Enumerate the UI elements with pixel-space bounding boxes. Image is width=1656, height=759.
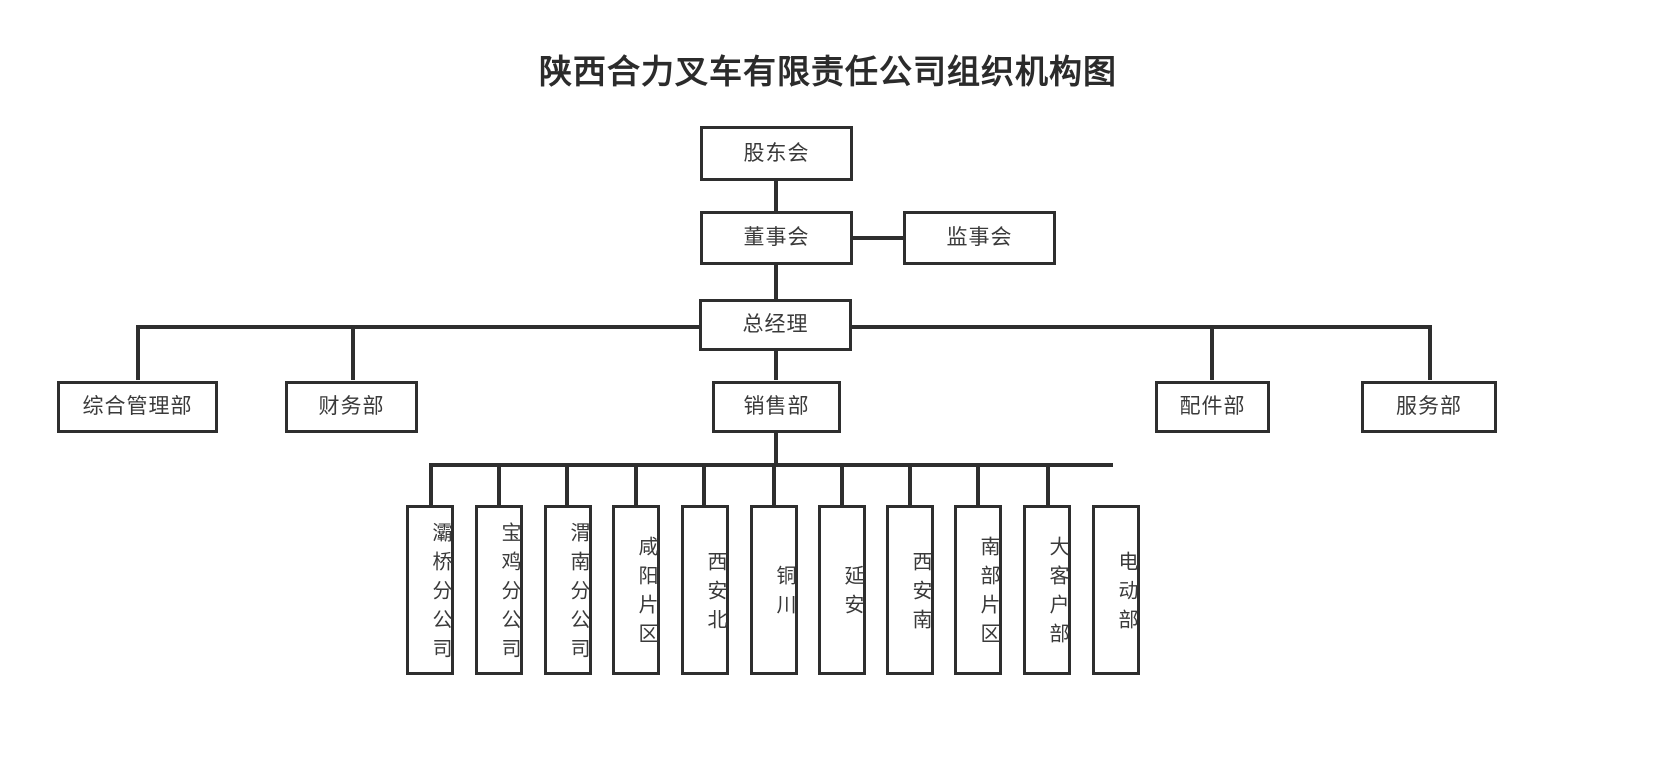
edge-sales-branch-8: [976, 463, 980, 505]
edge-shareholders-board: [774, 181, 778, 211]
edge-sales-branch-7: [908, 463, 912, 505]
page-title: 陕西合力叉车有限责任公司组织机构图: [539, 53, 1117, 90]
edge-gm-admin: [136, 325, 140, 380]
node-board[interactable]: 董事会: [700, 211, 853, 265]
edge-sales-branch-3: [634, 463, 638, 505]
edge-gm-finance: [351, 325, 355, 380]
node-branch-9[interactable]: 大客户部: [1023, 505, 1071, 675]
edge-sales-branch-0: [429, 463, 433, 505]
node-dept-parts[interactable]: 配件部: [1155, 381, 1270, 433]
edge-board-supervisors: [853, 236, 903, 240]
node-dept-service[interactable]: 服务部: [1361, 381, 1497, 433]
edge-gm-sales: [774, 351, 778, 380]
edge-sales-branch-9: [1046, 463, 1050, 505]
node-branch-3[interactable]: 咸阳片区: [612, 505, 660, 675]
node-branch-7[interactable]: 西安南: [886, 505, 934, 675]
node-dept-finance[interactable]: 财务部: [285, 381, 418, 433]
node-branch-0[interactable]: 灞桥分公司: [406, 505, 454, 675]
edge-board-gm: [774, 265, 778, 299]
edge-gm-parts: [1210, 325, 1214, 380]
edge-sales-stem: [774, 433, 778, 465]
edge-sales-branch-4: [702, 463, 706, 505]
edge-sales-branch-1: [497, 463, 501, 505]
node-shareholders[interactable]: 股东会: [700, 126, 853, 181]
edge-sales-branch-2: [565, 463, 569, 505]
node-branch-10[interactable]: 电动部: [1092, 505, 1140, 675]
node-branch-5[interactable]: 铜川: [750, 505, 798, 675]
node-dept-admin[interactable]: 综合管理部: [57, 381, 218, 433]
node-branch-2[interactable]: 渭南分公司: [544, 505, 592, 675]
edge-sales-branch-6: [840, 463, 844, 505]
sales-branch-bus: [429, 463, 1113, 467]
node-branch-4[interactable]: 西安北: [681, 505, 729, 675]
node-branch-6[interactable]: 延安: [818, 505, 866, 675]
edge-sales-branch-5: [772, 463, 776, 505]
node-supervisors[interactable]: 监事会: [903, 211, 1056, 265]
node-general-manager[interactable]: 总经理: [699, 299, 852, 351]
node-dept-sales[interactable]: 销售部: [712, 381, 841, 433]
node-branch-8[interactable]: 南部片区: [954, 505, 1002, 675]
node-branch-1[interactable]: 宝鸡分公司: [475, 505, 523, 675]
edge-gm-service: [1428, 325, 1432, 380]
